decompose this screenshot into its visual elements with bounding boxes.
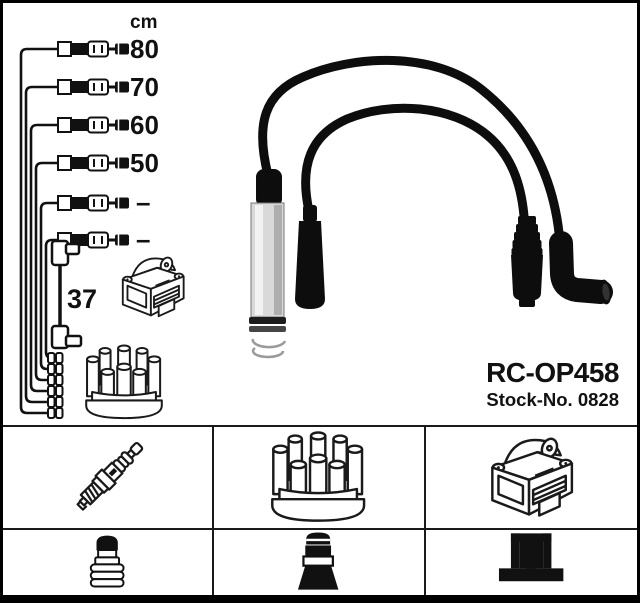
grid-cell-ignition-coil (425, 427, 637, 530)
grid-cell-din-terminal (426, 530, 637, 595)
bundle-terminal-icons (47, 352, 64, 419)
grid-cell-spark-plug (3, 427, 215, 530)
lead-length-label: 70 (130, 72, 159, 102)
grid-cell-plug-boot (3, 530, 215, 595)
grid-cell-black-boot (214, 530, 426, 595)
part-number: RC-OP458 (486, 357, 619, 388)
din-terminal-icon (498, 533, 564, 582)
coil-lead-icon (50, 239, 83, 350)
ignition-lead-photo (249, 56, 613, 359)
lead-length-label: – (136, 187, 151, 217)
stock-number: Stock-No. 0828 (486, 389, 619, 411)
lead-wires (19, 47, 58, 415)
lead-length-label: 60 (130, 110, 159, 140)
spark-plug-icon (71, 437, 148, 514)
plug-boot-connector-icon (89, 535, 125, 588)
top-section-artwork (19, 40, 613, 420)
black-boot-connector-icon (297, 531, 340, 591)
product-identification: RC-OP458 Stock-No. 0828 (486, 357, 619, 411)
lead-length-label: – (136, 224, 151, 254)
ignition-coil-small-icon (121, 254, 185, 318)
lead-length-label: 50 (130, 148, 159, 178)
distributor-cap-small-icon (85, 344, 163, 420)
lead-connector-icons (56, 40, 131, 249)
lead-length-label: 80 (130, 34, 159, 64)
component-grid (3, 425, 637, 595)
distributor-cap-icon (271, 431, 366, 522)
coil-lead-length-label: 37 (67, 284, 98, 314)
grid-cell-distributor-cap (214, 427, 426, 530)
length-unit-label: cm (130, 12, 158, 33)
ignition-coil-icon (490, 435, 573, 517)
